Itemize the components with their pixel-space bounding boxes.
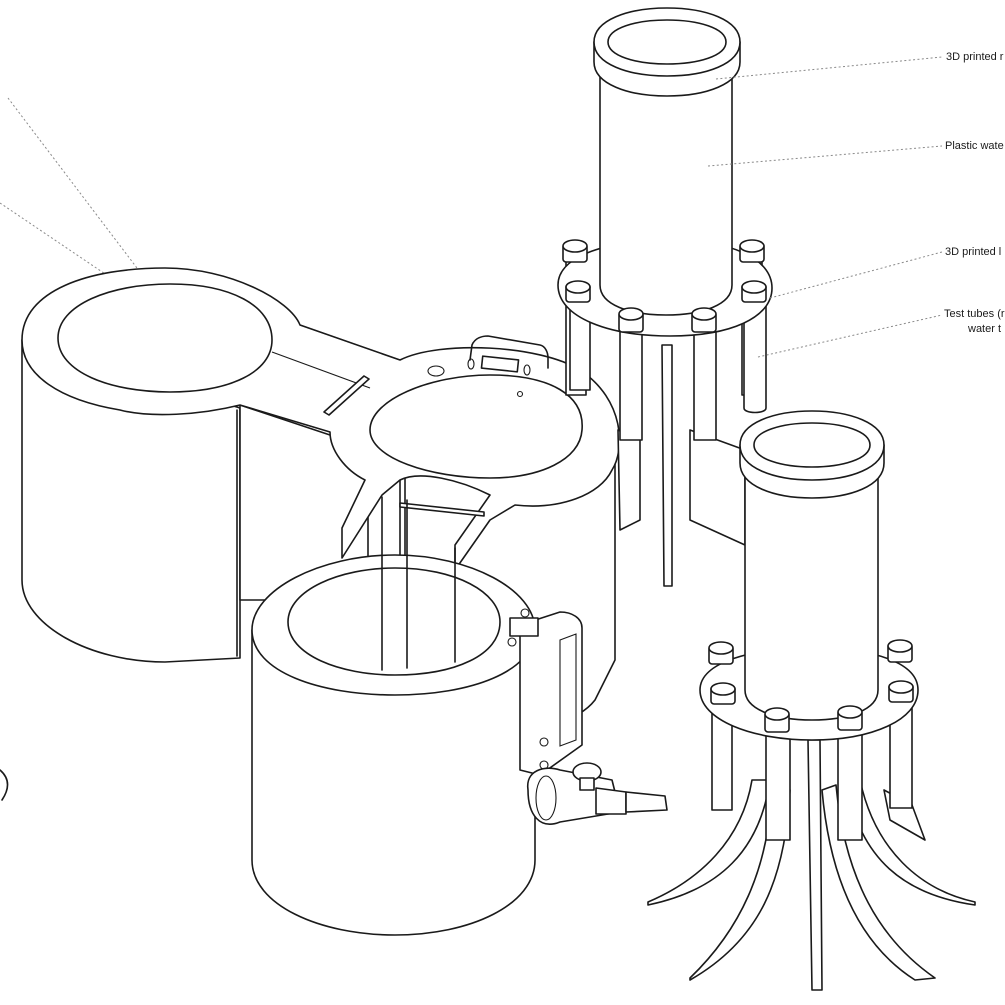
label-test-tubes: Test tubes (r bbox=[944, 308, 1005, 320]
upper-tube-caps bbox=[562, 239, 767, 333]
upper-column bbox=[557, 7, 773, 587]
label-test-tubes-line2: water t bbox=[968, 323, 1002, 335]
lower-column bbox=[647, 410, 976, 991]
label-3d-printed-holder: 3D printed l bbox=[945, 246, 1002, 258]
right-leader-lines bbox=[707, 56, 943, 358]
label-plastic-water-tube: Plastic wate bbox=[945, 140, 1004, 152]
front-tank bbox=[251, 496, 668, 936]
label-3d-printed-ring: 3D printed r bbox=[946, 51, 1004, 63]
lower-tube-caps bbox=[708, 639, 914, 733]
